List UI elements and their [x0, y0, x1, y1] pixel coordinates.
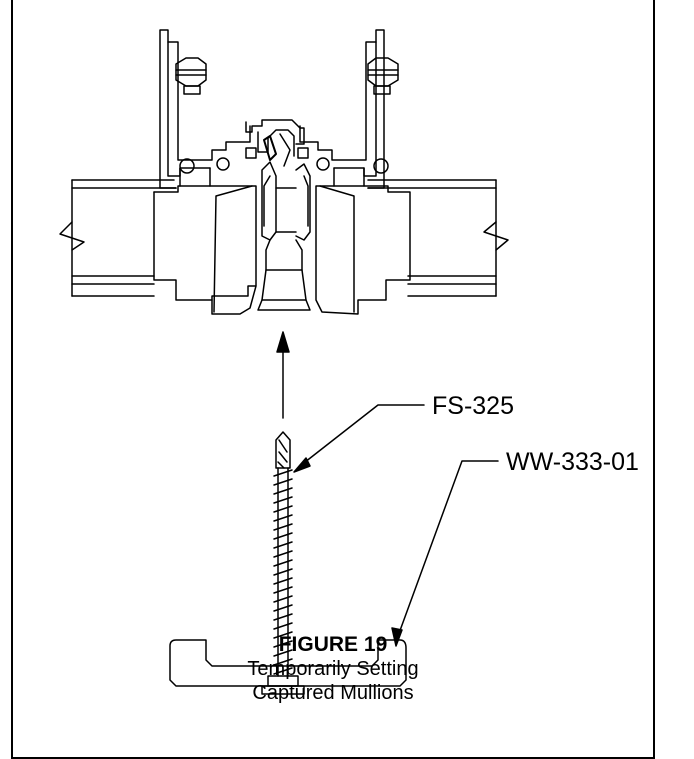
figure-description-line-1: Temporarily Setting	[247, 658, 419, 680]
fs-325-label: FS-325	[432, 392, 514, 420]
ww-333-01-callout: WW-333-01	[391, 448, 639, 647]
left-break-mark	[59, 221, 85, 251]
self-drilling-screw	[261, 431, 305, 695]
center-snap-cap	[245, 119, 309, 167]
ww-333-01-label: WW-333-01	[506, 448, 639, 476]
setting-chair	[169, 639, 407, 687]
upward-arrow	[276, 331, 290, 419]
left-thermal-block	[153, 185, 257, 315]
figure-number: FIGURE 19	[278, 633, 388, 656]
right-horizontal-rails	[367, 179, 497, 297]
left-hex-bolt	[175, 57, 207, 95]
left-leg-detail	[179, 167, 211, 187]
right-frame-member	[299, 29, 385, 189]
left-seal-bead	[179, 158, 195, 174]
mullion-assembly	[59, 29, 509, 315]
right-thermal-block	[315, 185, 411, 315]
mullion-body	[257, 161, 311, 311]
right-leg-detail	[333, 167, 365, 187]
left-frame-member	[159, 29, 251, 189]
screw-threads	[273, 469, 293, 675]
right-hex-bolt	[367, 57, 399, 95]
right-break-mark	[483, 221, 509, 251]
right-seal-bead	[373, 158, 389, 174]
left-horizontal-rails	[71, 179, 177, 297]
fs-325-callout: FS-325	[293, 392, 514, 473]
figure-description-line-2: Captured Mullions	[252, 682, 414, 704]
center-right-bead	[316, 157, 330, 171]
center-left-bead	[216, 157, 230, 171]
figure-caption: FIGURE 19 Temporarily Setting Captured M…	[12, 632, 654, 705]
